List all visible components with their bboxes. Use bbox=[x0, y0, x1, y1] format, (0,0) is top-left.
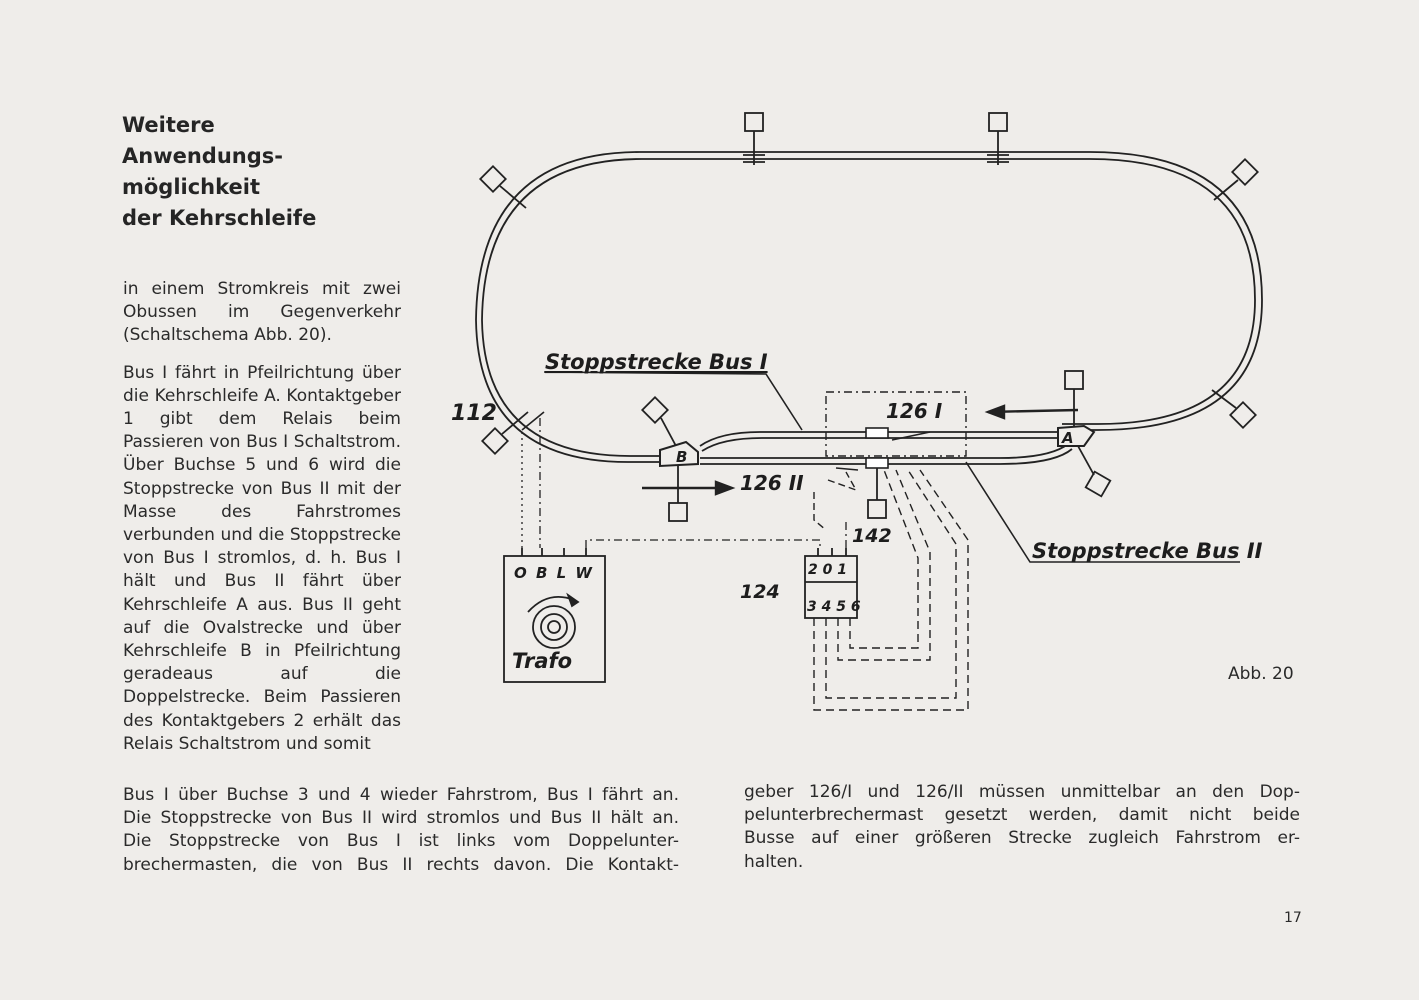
figure-caption: Abb. 20 bbox=[1228, 664, 1294, 684]
label-126-1: 126 I bbox=[886, 399, 943, 423]
text-line: pelunterbrechermast gesetzt werden, dami… bbox=[744, 805, 1300, 826]
loop-a-box bbox=[1057, 424, 1096, 447]
loop-b-box bbox=[659, 440, 699, 468]
relay-bottom-label: 3 4 5 6 bbox=[807, 599, 861, 615]
heading-line: Anwendungs- bbox=[122, 144, 283, 168]
relay-box bbox=[804, 555, 858, 619]
relay-top-label: 2 0 1 bbox=[808, 562, 847, 578]
wire-trafo-relay bbox=[585, 539, 821, 548]
heading-line: der Kehrschleife bbox=[122, 206, 317, 230]
leader-stopp-bus1 bbox=[543, 371, 803, 431]
double-track-upper bbox=[699, 431, 1058, 447]
text-line: geber 126/I und 126/II müssen unmittelba… bbox=[744, 782, 1300, 802]
body-column-right: geber 126/I und 126/II müssen unmittelba… bbox=[744, 781, 1300, 874]
leader-stopp-bus2 bbox=[965, 461, 1240, 563]
section-heading: Weitere Anwendungs- möglichkeit der Kehr… bbox=[122, 110, 422, 234]
oval-track-outer bbox=[475, 151, 1263, 463]
text-line: Busse auf einer größeren Strecke zugleic… bbox=[744, 828, 1300, 849]
heading-line: möglichkeit bbox=[122, 175, 261, 199]
label-112: 112 bbox=[451, 401, 497, 426]
stopp-bus2-label: Stoppstrecke Bus II bbox=[1032, 539, 1263, 563]
text-line: halten. bbox=[744, 851, 804, 872]
text-line: brechermasten, die von Bus II rechts dav… bbox=[123, 854, 679, 875]
label-124: 124 bbox=[740, 581, 780, 603]
label-126-2: 126 II bbox=[740, 471, 804, 495]
contact-box bbox=[825, 391, 967, 457]
text-line: Die Stoppstrecke von Bus II wird stromlo… bbox=[123, 808, 679, 829]
trafo-label: Trafo bbox=[512, 649, 572, 673]
double-track-upper-2 bbox=[701, 437, 1058, 452]
stopp-bus1-label: Stoppstrecke Bus I bbox=[545, 350, 768, 374]
mast-box bbox=[744, 112, 764, 132]
intro-paragraph: in einem Stromkreis mit zwei Obussen im … bbox=[123, 279, 401, 346]
trafo-box bbox=[503, 555, 606, 683]
text-line: Bus I über Buchse 3 und 4 wieder Fahrstr… bbox=[123, 785, 679, 805]
text-line: Die Stoppstrecke von Bus I ist links vom… bbox=[123, 831, 679, 852]
oval-track-inner bbox=[481, 158, 1256, 457]
body-column-left: in einem Stromkreis mit zwei Obussen im … bbox=[123, 278, 401, 770]
wire-relay-1 bbox=[813, 469, 969, 711]
loop-b-label: B bbox=[676, 448, 687, 466]
description-paragraph: Bus I fährt in Pfeilrichtung über die Ke… bbox=[123, 362, 401, 754]
body-continuation: Bus I über Buchse 3 und 4 wieder Fahrstr… bbox=[123, 784, 679, 877]
loop-a-label: A bbox=[1061, 429, 1074, 447]
double-track-lower-2 bbox=[700, 448, 1073, 465]
label-142: 142 bbox=[852, 525, 892, 547]
masts bbox=[478, 112, 1260, 522]
page-number: 17 bbox=[1284, 910, 1302, 926]
heading-line: Weitere bbox=[122, 113, 215, 137]
trafo-terminals: O B L W bbox=[514, 564, 594, 582]
double-track-lower bbox=[700, 443, 1069, 459]
